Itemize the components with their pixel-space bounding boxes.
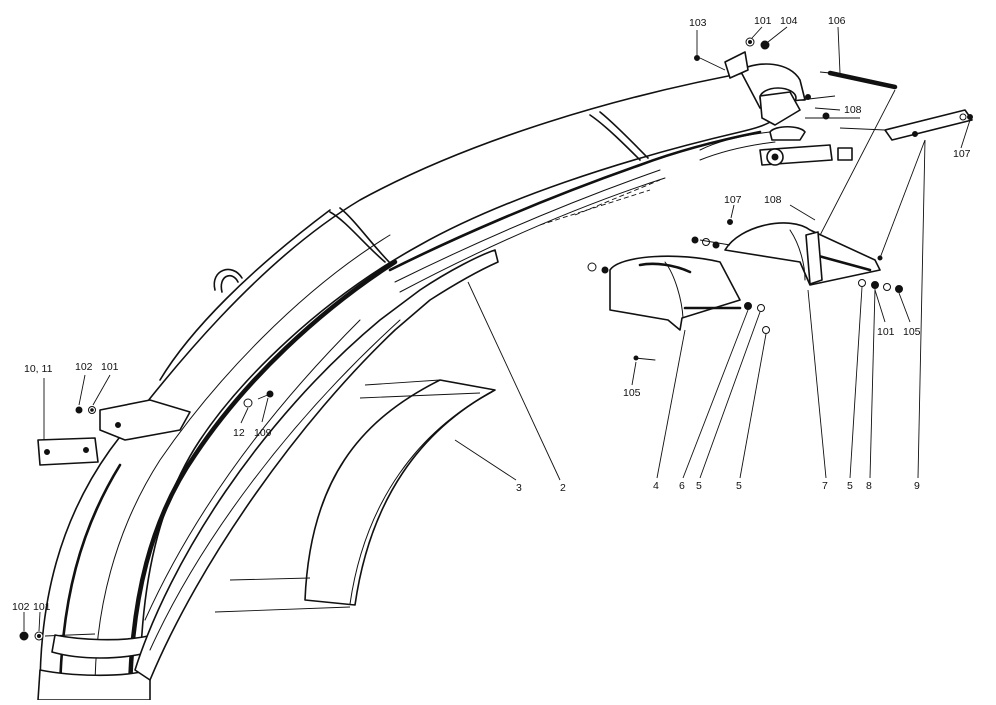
label-101-mid: 101 — [877, 326, 895, 338]
hood-guard-part-4 — [587, 255, 770, 361]
label-102-bottom: 102 — [12, 601, 30, 613]
top-fittings — [694, 37, 898, 166]
assembly-lines — [214, 89, 926, 613]
main-boom — [37, 63, 806, 701]
mount-plate-part-10-11 — [37, 390, 274, 466]
label-101-bottom: 101 — [33, 601, 51, 613]
callout-labels: 103 101 104 106 108 107 107 108 101 105 … — [12, 15, 971, 613]
label-108-mid: 108 — [764, 194, 782, 206]
label-103: 103 — [689, 17, 707, 29]
handle-loop — [159, 209, 331, 381]
label-101-top: 101 — [754, 15, 772, 27]
guard-bracket-part-7 — [691, 219, 903, 293]
label-8: 8 — [866, 480, 872, 492]
label-9: 9 — [914, 480, 920, 492]
label-3: 3 — [516, 482, 522, 494]
label-12: 12 — [233, 427, 245, 439]
label-107-mid: 107 — [724, 194, 742, 206]
label-108-top: 108 — [844, 104, 862, 116]
bottom-washers — [19, 631, 96, 641]
support-strut-part-2 — [134, 130, 762, 681]
label-104: 104 — [780, 15, 798, 27]
label-107-right: 107 — [953, 148, 971, 160]
label-102-left: 102 — [75, 361, 93, 373]
label-5-c: 5 — [847, 480, 853, 492]
label-105-left: 105 — [623, 387, 641, 399]
flat-bar-part-9 — [884, 109, 973, 141]
label-101-left: 101 — [101, 361, 119, 373]
label-5-a: 5 — [696, 480, 702, 492]
label-5-b: 5 — [736, 480, 742, 492]
curved-cover-part-3 — [304, 379, 496, 606]
label-7: 7 — [822, 480, 828, 492]
leader-lines — [23, 26, 971, 632]
label-6: 6 — [679, 480, 685, 492]
label-10-11: 10, 11 — [24, 363, 53, 375]
label-4: 4 — [653, 480, 659, 492]
label-2: 2 — [560, 482, 566, 494]
label-105-right: 105 — [903, 326, 921, 338]
label-106: 106 — [828, 15, 846, 27]
label-109: 109 — [254, 427, 272, 439]
